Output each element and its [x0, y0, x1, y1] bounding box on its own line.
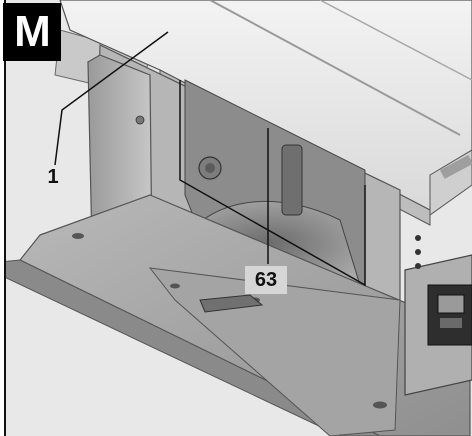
panel-label-badge: M: [3, 3, 61, 61]
callout-label-63: 63: [245, 266, 287, 294]
callout-label-1: 1: [47, 166, 59, 188]
callout-63-bracket-line: [179, 80, 366, 287]
callout-1-leader-line: [54, 31, 169, 166]
left-border-line: [0, 0, 6, 436]
